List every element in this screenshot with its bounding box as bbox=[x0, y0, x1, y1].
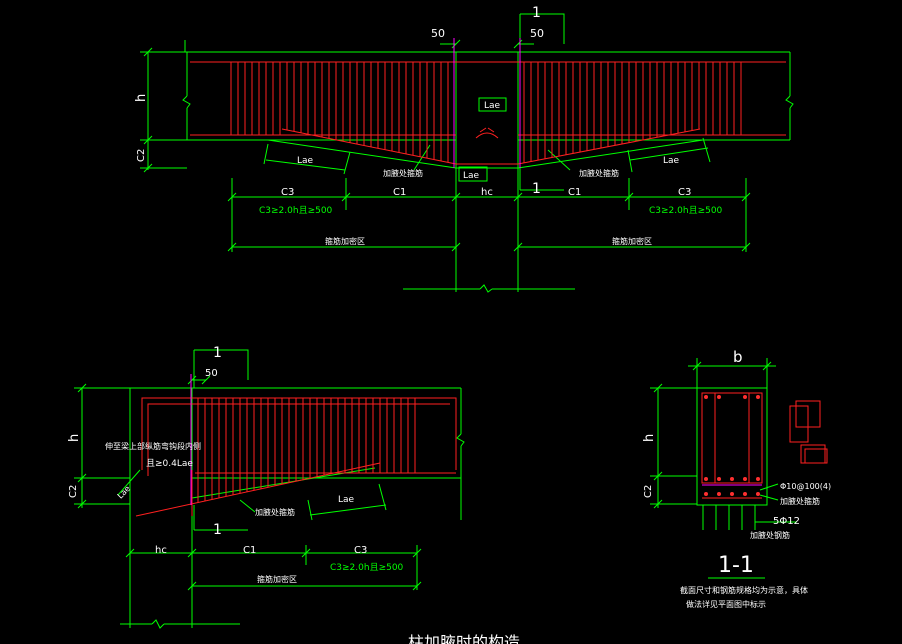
bottom-section-mark-top: 1 bbox=[213, 345, 222, 361]
top-labels: 1 1 50 50 h C2 Lae Lae Lae Lae 加腋处箍筋 加腋处… bbox=[134, 5, 691, 246]
bottom-condition: C3≥2.0h且≥500 bbox=[330, 562, 404, 573]
top-condition-left: C3≥2.0h且≥500 bbox=[259, 205, 333, 216]
bottom-haunch-label: 加腋处箍筋 bbox=[255, 507, 295, 517]
top-lae-right: Lae bbox=[663, 156, 680, 166]
bottom-hc: hc bbox=[155, 545, 167, 556]
top-dim-50-right: 50 bbox=[530, 27, 544, 40]
section-labels: b h C2 Φ10@100(4) 加腋处箍筋 5Φ12 加腋处钢筋 1-1 截… bbox=[408, 348, 831, 644]
top-hc: hc bbox=[481, 187, 493, 198]
section-haunch-bars: 5Φ12 bbox=[773, 516, 800, 527]
bottom-stirrups bbox=[197, 398, 416, 503]
top-c1-right: C1 bbox=[568, 187, 581, 198]
top-condition-right: C3≥2.0h且≥500 bbox=[649, 205, 723, 216]
section-1-1: b h C2 Φ10@100(4) 加腋处箍筋 5Φ12 加腋处钢筋 1-1 截… bbox=[408, 348, 831, 644]
top-haunch-label-right: 加腋处箍筋 bbox=[579, 168, 619, 178]
top-elevation: 1 1 50 50 h C2 Lae Lae Lae Lae 加腋处箍筋 加腋处… bbox=[134, 5, 794, 293]
section-c2-label: C2 bbox=[643, 485, 654, 498]
section-stirrup-spec: Φ10@100(4) bbox=[780, 482, 831, 491]
section-title: 1-1 bbox=[718, 553, 754, 578]
bottom-note-2: 且≥0.4Lae bbox=[146, 458, 193, 469]
bottom-rebar bbox=[135, 397, 457, 517]
top-condition-labels: C3≥2.0h且≥500 C3≥2.0h且≥500 bbox=[259, 205, 723, 216]
bottom-section-mark-bottom: 1 bbox=[213, 522, 222, 538]
top-lae-left: Lae bbox=[297, 156, 314, 166]
top-lae-box: Lae bbox=[484, 101, 501, 111]
bottom-h-label: h bbox=[67, 434, 82, 442]
top-lae-bottom: Lae bbox=[463, 171, 480, 181]
section-rebar bbox=[701, 392, 828, 499]
section-bar-dots bbox=[704, 395, 760, 496]
bottom-zone: 箍筋加密区 bbox=[257, 574, 297, 584]
top-section-mark-bottom: 1 bbox=[532, 181, 541, 197]
bottom-note-1: 伸至梁上部纵筋弯钩段内侧 bbox=[105, 441, 201, 451]
bottom-lae-label: Lae bbox=[338, 495, 355, 505]
top-c2-label: C2 bbox=[136, 149, 147, 162]
section-note-2: 做法详见平面图中标示 bbox=[686, 599, 766, 609]
top-c3-right: C3 bbox=[678, 187, 691, 198]
top-haunch-label-left: 加腋处箍筋 bbox=[383, 168, 423, 178]
top-beam-outline bbox=[140, 13, 794, 293]
section-note-1: 截面尺寸和钢筋规格均为示意，具体 bbox=[680, 585, 808, 595]
top-dim-50-left: 50 bbox=[431, 27, 445, 40]
top-h-label: h bbox=[134, 94, 149, 102]
top-stirrups bbox=[230, 62, 742, 163]
bottom-elevation: 1 1 50 h C2 Lae Lae 伸至梁上部纵筋弯钩段内侧 且≥0.4La… bbox=[67, 345, 465, 629]
section-b-label: b bbox=[733, 348, 743, 366]
bottom-c1: C1 bbox=[243, 545, 256, 556]
bottom-condition-label: C3≥2.0h且≥500 bbox=[330, 562, 404, 573]
top-c1-left: C1 bbox=[393, 187, 406, 198]
bottom-c2-label: C2 bbox=[68, 485, 79, 498]
top-zone-right: 箍筋加密区 bbox=[612, 236, 652, 246]
top-zone-left: 箍筋加密区 bbox=[325, 236, 365, 246]
top-section-mark: 1 bbox=[532, 5, 541, 21]
bottom-c3: C3 bbox=[354, 545, 367, 556]
bottom-caption: 柱加腋时的构造 bbox=[408, 633, 520, 644]
section-haunch-rebar: 加腋处钢筋 bbox=[750, 530, 790, 540]
bottom-beam-outline bbox=[74, 349, 465, 629]
top-c3-left: C3 bbox=[281, 187, 294, 198]
top-rebar bbox=[190, 61, 786, 165]
section-outline bbox=[650, 358, 797, 579]
section-h-label: h bbox=[642, 434, 657, 442]
bottom-dim-50: 50 bbox=[205, 368, 218, 379]
section-haunch-stirrup: 加腋处箍筋 bbox=[780, 496, 820, 506]
top-column-face-marks bbox=[453, 38, 521, 168]
